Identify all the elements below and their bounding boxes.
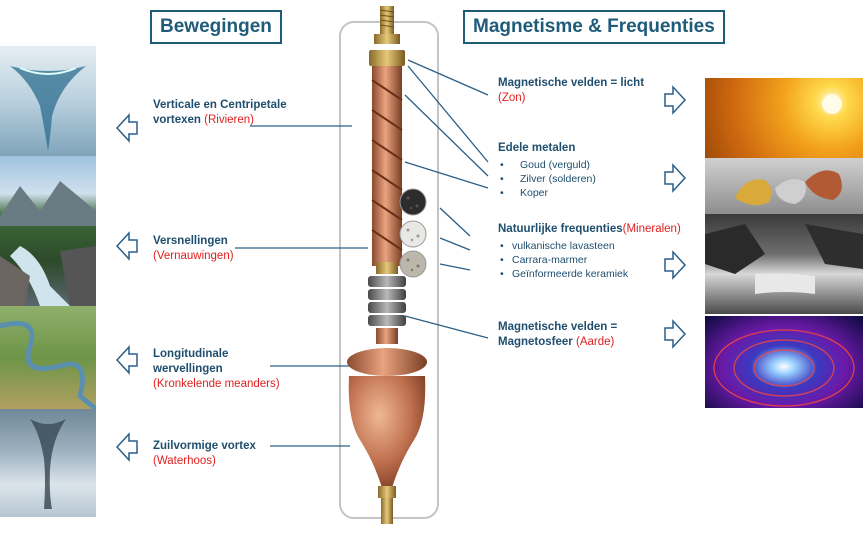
left-arrow-icon (115, 113, 138, 143)
title-bewegingen: Bewegingen (150, 10, 282, 44)
list-item: Goud (verguld) (498, 158, 658, 172)
right-arrow-icon (664, 250, 687, 280)
photo-vortex-water (0, 46, 96, 156)
right-arrow-icon (664, 85, 687, 115)
list-item: Koper (498, 186, 658, 200)
label-versnellingen: Versnellingen (Vernauwingen) (153, 235, 234, 262)
right-arrow-icon (664, 319, 687, 349)
photo-waterfall-river (0, 156, 96, 306)
left-arrow-icon (115, 345, 138, 375)
photo-metals (705, 158, 863, 214)
photo-waterspout (0, 409, 96, 517)
photo-magnetosphere (705, 316, 863, 408)
label-magnetosfeer: Magnetische velden = Magnetosfeer (Aarde… (498, 321, 618, 348)
list-item: Zilver (solderen) (498, 172, 658, 186)
label-vertical-vortex: Verticale en Centripetale vortexen (Rivi… (153, 99, 287, 126)
photo-meandering-river (0, 306, 96, 409)
list-item: Carrara-marmer (498, 253, 698, 267)
list-item: vulkanische lavasteen (498, 239, 698, 253)
title-magnetisme-frequenties: Magnetisme & Frequenties (463, 10, 725, 44)
label-magnetische-velden-licht: Magnetische velden = licht (Zon) (498, 77, 645, 104)
right-arrow-icon (664, 163, 687, 193)
label-edele-metalen: Edele metalen Goud (verguld) Zilver (sol… (498, 141, 658, 200)
label-natuurlijke-frequenties: Natuurlijke frequenties(Mineralen) vulka… (498, 222, 698, 281)
left-arrow-icon (115, 432, 138, 462)
label-zuilvormige-vortex: Zuilvormige vortex (Waterhoos) (153, 440, 256, 467)
photo-rocks-waterfall (705, 214, 863, 314)
label-longitudinale: Longitudinale wervellingen (Kronkelende … (153, 348, 280, 390)
photo-sun (705, 78, 863, 158)
left-arrow-icon (115, 231, 138, 261)
list-item: Geïnformeerde keramiek (498, 267, 698, 281)
